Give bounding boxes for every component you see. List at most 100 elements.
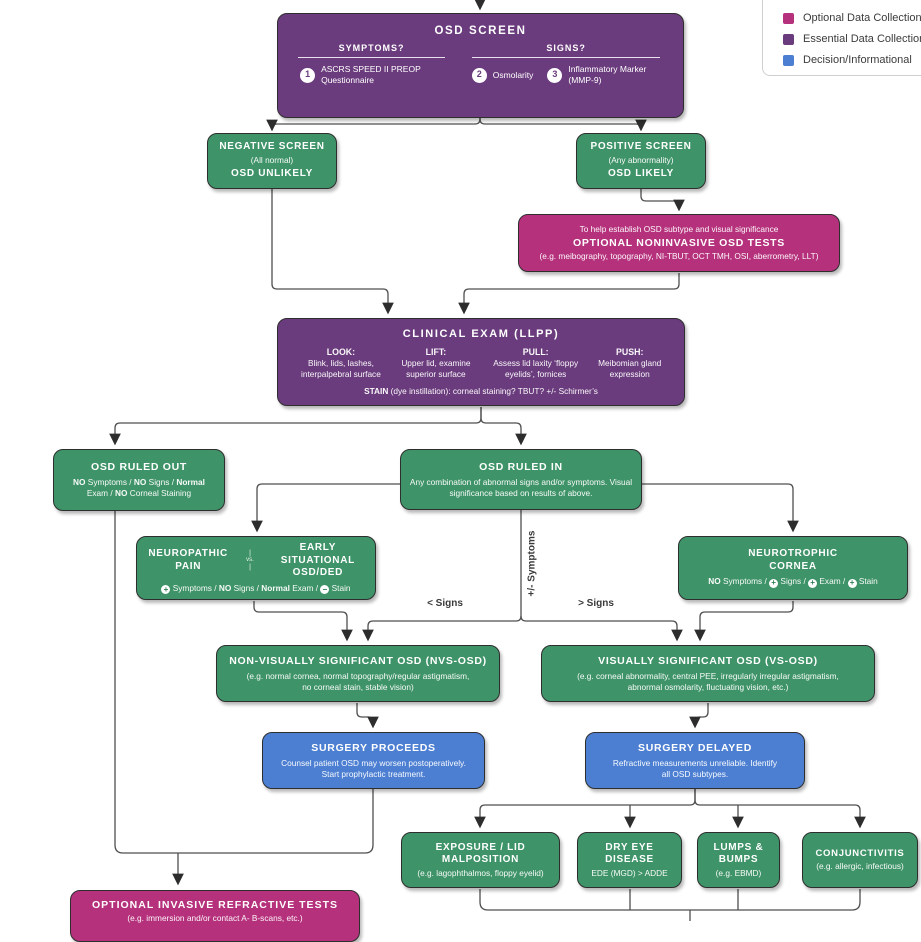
- step-2: 2 Osmolarity: [471, 67, 534, 83]
- legend-row: Decision/Informational: [783, 54, 921, 66]
- positive-screen-subtitle: (Any abnormality): [608, 154, 674, 165]
- signs-column: SIGNS? 2 Osmolarity 3 Inflammatory Marke…: [457, 43, 675, 85]
- more-signs-label: > Signs: [578, 598, 614, 609]
- noninvasive-examples: (e.g. meibography, topography, NI-TBUT, …: [539, 251, 819, 262]
- legend-row: Optional Data Collection: [783, 12, 921, 24]
- negative-screen-result: OSD UNLIKELY: [231, 168, 313, 180]
- invasive-tests-desc: (e.g. immersion and/or contact A- B-scan…: [127, 913, 303, 924]
- node-lumps-and-bumps: LUMPS & BUMPS (e.g. EBMD): [697, 832, 780, 888]
- conjunctivitis-title: CONJUNCTIVITIS: [815, 848, 905, 860]
- dry-eye-desc: EDE (MGD) > ADDE: [591, 867, 668, 878]
- look-body: Blink, lids, lashes, interpalpebral surf…: [301, 358, 381, 380]
- exposure-desc: (e.g. lagophthalmos, floppy eyelid): [417, 867, 544, 878]
- neurotrophic-criteria: NO Symptoms / + Signs / + Exam / + Stain: [708, 576, 878, 588]
- vs-osd-title: VISUALLY SIGNIFICANT OSD (VS-OSD): [598, 654, 818, 667]
- negative-screen-title: NEGATIVE SCREEN: [219, 141, 325, 153]
- divider: |: [249, 549, 251, 557]
- divider: [297, 57, 446, 59]
- osd-algorithm-flowchart: { "palette": { "optional_magenta": "#b53…: [53, 0, 921, 942]
- clinical-exam-title: CLINICAL EXAM (LLPP): [402, 328, 560, 341]
- step-2-label: Osmolarity: [492, 69, 534, 80]
- neurotrophic-title: NEUROTROPHIC CORNEA: [748, 548, 838, 572]
- legend-label: Essential Data Collection: [803, 33, 921, 45]
- node-noninvasive-tests: To help establish OSD subtype and visual…: [518, 214, 840, 272]
- node-surgery-proceeds: SURGERY PROCEEDS Counsel patient OSD may…: [262, 732, 485, 789]
- node-invasive-refractive-tests: OPTIONAL INVASIVE REFRACTIVE TESTS (e.g.…: [70, 890, 360, 942]
- optional-data-swatch-icon: [783, 12, 794, 24]
- signs-header: SIGNS?: [546, 43, 586, 54]
- stain-line: STAIN (dye instillation): corneal staini…: [364, 385, 598, 396]
- step-3: 3 Inflammatory Marker (MMP-9): [547, 64, 660, 85]
- symptoms-branch-label: +/- Symptoms: [526, 530, 538, 597]
- decision-swatch-icon: [783, 54, 794, 66]
- divider: |: [249, 564, 251, 572]
- symptoms-header: SYMPTOMS?: [338, 43, 405, 54]
- step-3-label: Inflammatory Marker (MMP-9): [568, 64, 647, 85]
- step-2-badge: 2: [471, 67, 487, 83]
- positive-screen-result: OSD LIKELY: [607, 168, 675, 180]
- noninvasive-title: OPTIONAL NONINVASIVE OSD TESTS: [573, 236, 785, 249]
- dry-eye-title: DRY EYE DISEASE: [605, 841, 654, 866]
- conjunctivitis-desc: (e.g. allergic, infectious): [816, 861, 904, 872]
- node-negative-screen: NEGATIVE SCREEN (All normal) OSD UNLIKEL…: [207, 133, 337, 189]
- osd-screen-title: OSD SCREEN: [434, 25, 527, 37]
- lift-header: LIFT:: [425, 346, 447, 357]
- pull-header: PULL:: [522, 346, 549, 357]
- lift-column: LIFT: Upper lid, examine superior surfac…: [390, 347, 482, 380]
- push-column: PUSH: Meibomian gland expression: [589, 347, 670, 380]
- ruled-out-criteria: NO Symptoms / NO Signs / Normal Exam / N…: [73, 477, 205, 499]
- lumps-desc: (e.g. EBMD): [715, 867, 762, 878]
- legend-row: Essential Data Collection: [783, 33, 921, 45]
- node-conjunctivitis: CONJUNCTIVITIS (e.g. allergic, infectiou…: [802, 832, 918, 888]
- node-positive-screen: POSITIVE SCREEN (Any abnormality) OSD LI…: [576, 133, 706, 189]
- legend-label: Optional Data Collection: [803, 12, 921, 24]
- node-clinical-exam: CLINICAL EXAM (LLPP) LOOK: Blink, lids, …: [277, 318, 685, 406]
- surgery-proceeds-desc: Counsel patient OSD may worsen postopera…: [281, 757, 466, 779]
- vs-divider: | vs. |: [246, 550, 254, 572]
- look-column: LOOK: Blink, lids, lashes, interpalpebra…: [292, 347, 390, 380]
- node-dry-eye-disease: DRY EYE DISEASE EDE (MGD) > ADDE: [577, 832, 682, 888]
- exposure-title: EXPOSURE / LID MALPOSITION: [435, 841, 526, 866]
- symptoms-column: SYMPTOMS? 1 ASCRS SPEED II PREOP Questio…: [286, 43, 457, 85]
- step-1-badge: 1: [300, 67, 316, 83]
- nvs-osd-title: NON-VISUALLY SIGNIFICANT OSD (NVS-OSD): [229, 654, 487, 667]
- neuropathic-title: NEUROPATHIC PAIN: [148, 548, 228, 572]
- less-signs-label: < Signs: [427, 598, 463, 609]
- early-situational-title: EARLY SITUATIONAL OSD/DED: [280, 542, 355, 578]
- pull-column: PULL: Assess lid laxity ‘floppy eyelids’…: [482, 347, 589, 380]
- step-1-label: ASCRS SPEED II PREOP Questionnaire: [321, 64, 421, 85]
- invasive-tests-title: OPTIONAL INVASIVE REFRACTIVE TESTS: [92, 899, 338, 911]
- pull-body: Assess lid laxity ‘floppy eyelids’, forn…: [493, 358, 579, 380]
- node-nvs-osd: NON-VISUALLY SIGNIFICANT OSD (NVS-OSD) (…: [216, 645, 500, 702]
- node-exposure-lid-malposition: EXPOSURE / LID MALPOSITION (e.g. lagopht…: [401, 832, 560, 888]
- surgery-proceeds-title: SURGERY PROCEEDS: [311, 741, 436, 754]
- push-header: PUSH:: [616, 346, 644, 357]
- push-body: Meibomian gland expression: [598, 358, 662, 380]
- lift-body: Upper lid, examine superior surface: [401, 358, 471, 380]
- node-osd-screen: OSD SCREEN SYMPTOMS? 1 ASCRS SPEED II PR…: [277, 13, 684, 118]
- essential-data-swatch-icon: [783, 33, 794, 45]
- noninvasive-intro: To help establish OSD subtype and visual…: [579, 224, 779, 235]
- surgery-delayed-title: SURGERY DELAYED: [638, 741, 752, 754]
- node-vs-osd: VISUALLY SIGNIFICANT OSD (VS-OSD) (e.g. …: [541, 645, 875, 702]
- ruled-in-title: OSD RULED IN: [479, 460, 563, 473]
- node-surgery-delayed: SURGERY DELAYED Refractive measurements …: [585, 732, 805, 789]
- look-header: LOOK:: [326, 346, 356, 357]
- positive-screen-title: POSITIVE SCREEN: [590, 141, 692, 153]
- step-3-badge: 3: [547, 67, 563, 83]
- negative-screen-subtitle: (All normal): [250, 154, 294, 165]
- node-neurotrophic-cornea: NEUROTROPHIC CORNEA NO Symptoms / + Sign…: [678, 536, 908, 600]
- surgery-delayed-desc: Refractive measurements unreliable. Iden…: [612, 757, 778, 779]
- vs-label: vs.: [246, 557, 254, 564]
- neuropathic-criteria: + Symptoms / NO Signs / Normal Exam / − …: [161, 583, 351, 594]
- divider: [472, 57, 660, 59]
- node-osd-ruled-out: OSD RULED OUT NO Symptoms / NO Signs / N…: [53, 449, 225, 511]
- node-neuropathic-vs-situational: NEUROPATHIC PAIN | vs. | EARLY SITUATION…: [136, 536, 376, 600]
- step-1: 1 ASCRS SPEED II PREOP Questionnaire: [300, 64, 443, 85]
- vs-osd-desc: (e.g. corneal abnormality, central PEE, …: [577, 670, 839, 692]
- legend-label: Decision/Informational: [803, 54, 912, 66]
- ruled-in-desc: Any combination of abnormal signs and/or…: [409, 476, 633, 498]
- nvs-osd-desc: (e.g. normal cornea, normal topography/r…: [246, 670, 470, 692]
- node-osd-ruled-in: OSD RULED IN Any combination of abnormal…: [400, 449, 642, 510]
- ruled-out-title: OSD RULED OUT: [90, 461, 188, 474]
